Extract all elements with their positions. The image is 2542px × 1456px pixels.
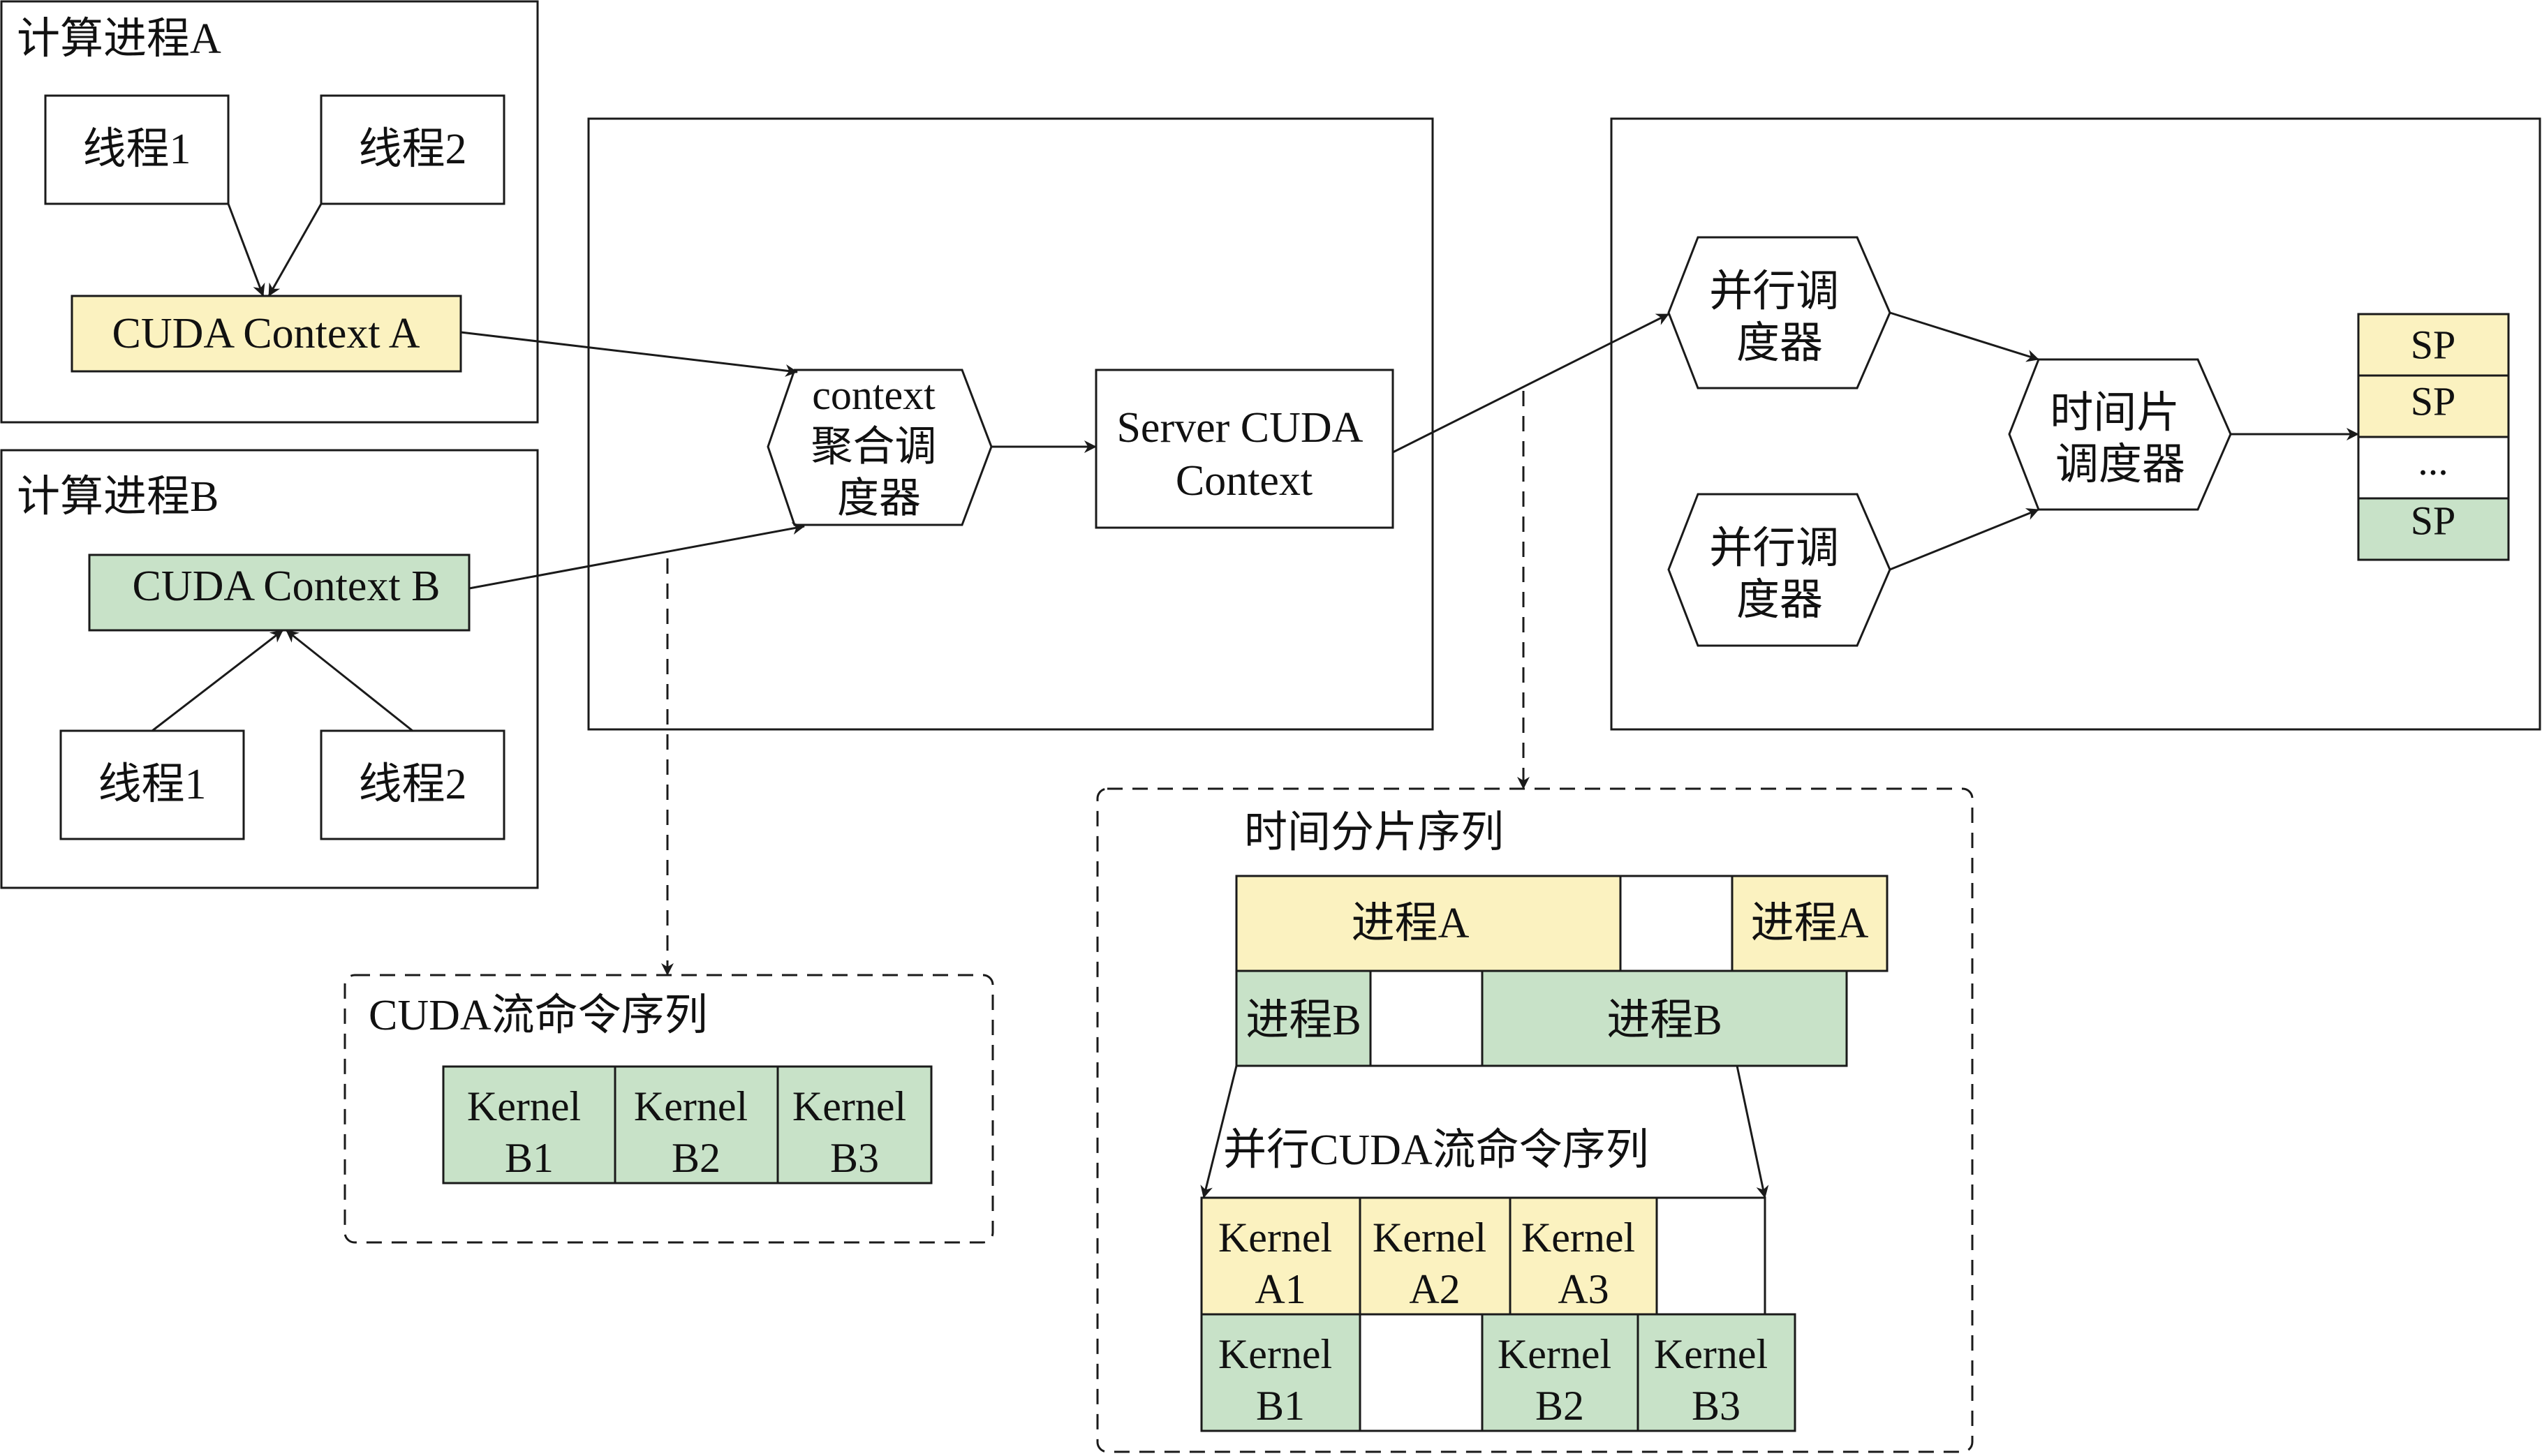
parallel-stream-sequence-title: 并行CUDA流命令序列 bbox=[1223, 1127, 1649, 1174]
server-context-to-gpu-arrow bbox=[1392, 313, 1669, 454]
process-b-title: 计算进程B bbox=[17, 473, 219, 521]
mps-server-panel: context 聚合调 度器 Server CUDA Context bbox=[587, 117, 1434, 731]
svg-text:进程B: 进程B bbox=[1606, 997, 1722, 1044]
svg-text:线程2: 线程2 bbox=[358, 761, 466, 808]
stream-kernel-b3: Kernel B3 bbox=[776, 1065, 933, 1184]
thread1-to-context-b-arrow bbox=[152, 629, 283, 732]
svg-text:Kernel B3: Kernel B3 bbox=[792, 1083, 917, 1181]
context-a-to-aggregator-arrow bbox=[460, 331, 798, 377]
sp-cell bbox=[2357, 374, 2510, 438]
timeslice-sequence-title: 时间分片序列 bbox=[1244, 809, 1504, 856]
timeslice-scheduler: 时间片 调度器 bbox=[2008, 358, 2232, 511]
gpu-panel: 并行调 度器 并行调 度器 时间片 调度器 SP SP ... bbox=[1610, 117, 2541, 731]
svg-text:CUDA Context A: CUDA Context A bbox=[112, 310, 420, 357]
context-aggregation-scheduler: context 聚合调 度器 bbox=[767, 369, 993, 526]
slice-idle bbox=[1619, 875, 1734, 972]
parallel-scheduler-2: 并行调 度器 bbox=[1667, 493, 1891, 647]
sp-cell bbox=[2357, 436, 2510, 500]
svg-text:进程A: 进程A bbox=[1352, 900, 1470, 947]
svg-text:CUDA Context B: CUDA Context B bbox=[133, 563, 441, 610]
svg-text:Kernel A2: Kernel A2 bbox=[1373, 1214, 1497, 1312]
parallel-kernel-b1: Kernel B1 bbox=[1200, 1313, 1361, 1432]
cuda-stream-sequence-panel: CUDA流命令序列 Kernel B1 Kernel B2 Kernel B3 bbox=[343, 974, 994, 1244]
svg-text:Kernel A1: Kernel A1 bbox=[1218, 1214, 1343, 1312]
process-b-thread-2: 线程2 bbox=[320, 729, 505, 840]
process-a-title: 计算进程A bbox=[17, 15, 221, 63]
parallel-kernels-row-a: Kernel A1 Kernel A2 Kernel A3 bbox=[1200, 1196, 1766, 1316]
parallel-kernel-a2: Kernel A2 bbox=[1359, 1196, 1512, 1316]
process-a-panel: 计算进程A 线程1 线程2 CUDA Context A bbox=[0, 0, 539, 424]
row-b-to-parallel-kernels-right-arrow bbox=[1736, 1065, 1769, 1198]
svg-text:进程B: 进程B bbox=[1246, 997, 1361, 1044]
slice-process-a bbox=[1731, 875, 1889, 972]
scheduler2-to-timeslice-arrow bbox=[1889, 508, 2039, 571]
sp-label: SP bbox=[2411, 498, 2456, 544]
process-a-thread-1: 线程1 bbox=[44, 94, 230, 205]
process-b-thread-1: 线程1 bbox=[59, 729, 245, 840]
timeslice-row-b: 进程B 进程B bbox=[1235, 970, 1848, 1067]
slice-process-b bbox=[1235, 970, 1372, 1067]
sp-cell bbox=[2357, 497, 2510, 561]
slice-process-a bbox=[1235, 875, 1622, 972]
svg-text:Kernel B3: Kernel B3 bbox=[1654, 1331, 1778, 1429]
parallel-kernel-idle bbox=[1359, 1313, 1484, 1432]
cuda-context-b: CUDA Context B bbox=[88, 554, 471, 632]
svg-text:Server CUDA Context: Server CUDA Context bbox=[1116, 404, 1371, 505]
svg-text:线程1: 线程1 bbox=[98, 761, 206, 808]
sp-label: SP bbox=[2411, 322, 2456, 368]
svg-text:Kernel A3: Kernel A3 bbox=[1521, 1214, 1646, 1312]
parallel-kernel-b2: Kernel B2 bbox=[1481, 1313, 1639, 1432]
cuda-context-a: CUDA Context A bbox=[71, 295, 462, 373]
parallel-kernel-a1: Kernel A1 bbox=[1200, 1196, 1361, 1316]
stream-kernel-b2: Kernel B2 bbox=[614, 1065, 779, 1184]
parallel-scheduler-1: 并行调 度器 bbox=[1667, 236, 1891, 389]
thread2-to-context-a-arrow bbox=[267, 203, 323, 297]
server-cuda-context: Server CUDA Context bbox=[1095, 369, 1394, 529]
scheduler1-to-timeslice-arrow bbox=[1889, 311, 2039, 362]
timeslice-row-a: 进程A 进程A bbox=[1235, 875, 1889, 972]
svg-text:Kernel B1: Kernel B1 bbox=[467, 1083, 591, 1181]
slice-process-b bbox=[1481, 970, 1848, 1067]
stream-kernel-b1: Kernel B1 bbox=[442, 1065, 616, 1184]
sp-cell bbox=[2357, 313, 2510, 377]
process-b-panel: 计算进程B CUDA Context B 线程1 线程2 bbox=[0, 449, 539, 889]
thread2-to-context-b-arrow bbox=[286, 629, 413, 732]
sp-label: SP bbox=[2411, 379, 2456, 424]
thread1-to-context-a-arrow bbox=[227, 203, 265, 297]
svg-text:线程1: 线程1 bbox=[82, 126, 191, 173]
svg-text:并行调 度器: 并行调 度器 bbox=[1709, 525, 1850, 624]
row-b-to-parallel-kernels-left-arrow bbox=[1200, 1065, 1238, 1198]
parallel-kernel-idle bbox=[1655, 1196, 1766, 1316]
process-a-thread-2: 线程2 bbox=[320, 94, 505, 205]
parallel-kernels-row-b: Kernel B1 Kernel B2 Kernel B3 bbox=[1200, 1313, 1796, 1432]
sp-ellipsis: ... bbox=[2418, 438, 2448, 484]
timeslice-sequence-panel: 时间分片序列 进程A 进程A 进程B 进程B 并行CUDA流命令序列 Kerne… bbox=[1096, 787, 1974, 1453]
svg-text:进程A: 进程A bbox=[1751, 900, 1869, 947]
slice-idle bbox=[1369, 970, 1484, 1067]
cuda-stream-sequence-title: CUDA流命令序列 bbox=[369, 992, 708, 1039]
svg-text:Kernel B2: Kernel B2 bbox=[634, 1083, 758, 1181]
sp-stack: SP SP ... SP bbox=[2357, 313, 2510, 561]
context-b-to-aggregator-arrow bbox=[468, 522, 805, 590]
svg-text:时间片 调度器: 时间片 调度器 bbox=[2050, 389, 2191, 489]
svg-text:Kernel B1: Kernel B1 bbox=[1218, 1331, 1343, 1429]
svg-text:线程2: 线程2 bbox=[358, 126, 466, 173]
parallel-kernel-b3: Kernel B3 bbox=[1636, 1313, 1796, 1432]
svg-text:Kernel B2: Kernel B2 bbox=[1498, 1331, 1622, 1429]
parallel-kernel-a3: Kernel A3 bbox=[1509, 1196, 1658, 1316]
svg-text:并行调 度器: 并行调 度器 bbox=[1709, 268, 1850, 367]
svg-text:context 聚合调 度器: context 聚合调 度器 bbox=[811, 372, 947, 521]
